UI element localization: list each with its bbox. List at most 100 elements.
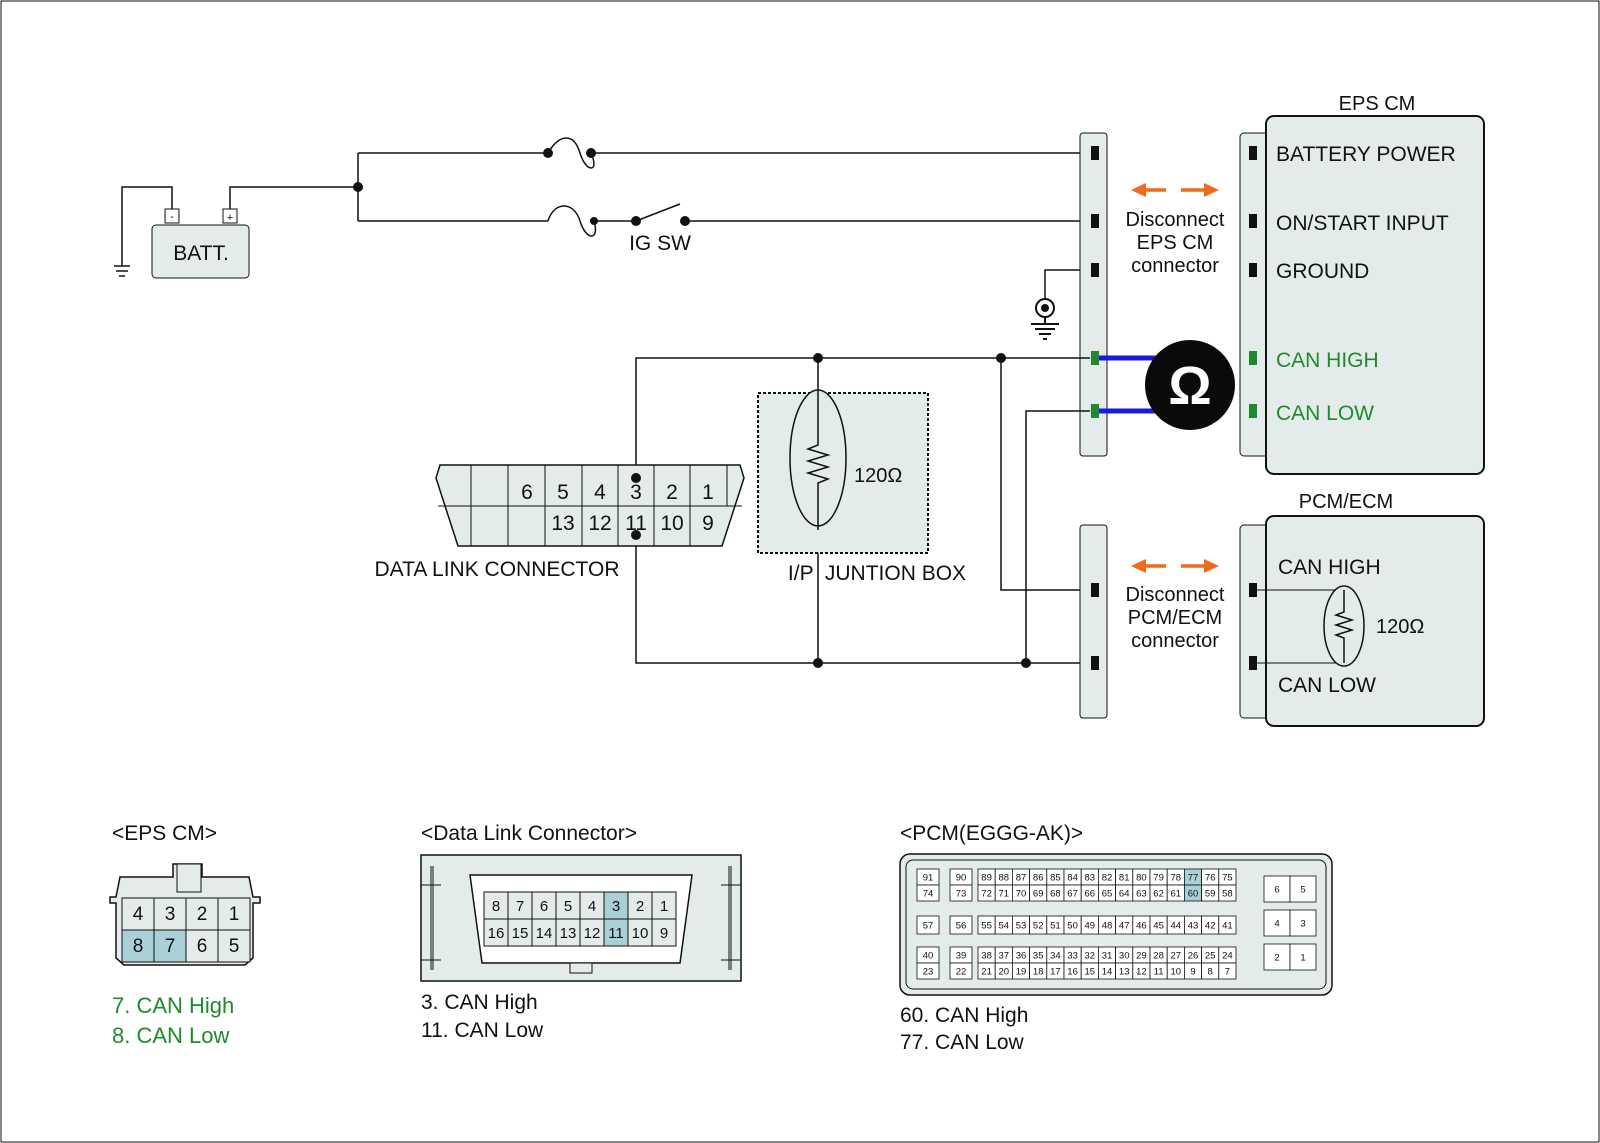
- battery-minus: -: [170, 211, 174, 223]
- eps-face-pin-3: 3: [165, 904, 176, 925]
- disconnect-eps-line1: Disconnect: [1126, 209, 1225, 231]
- pcm-pin-label: 67: [1067, 889, 1078, 900]
- pcm-pin-cell: [1289, 909, 1317, 937]
- pcm-pin-label: 73: [956, 889, 967, 900]
- pcm-pin-label: 25: [1205, 951, 1216, 962]
- pcm-pin-label: 1: [1300, 953, 1305, 964]
- pcm-pin-cell: [949, 915, 973, 935]
- pcm-note-can-low: 77. CAN Low: [900, 1031, 1025, 1054]
- disconnect-eps-line3: connector: [1131, 255, 1219, 277]
- dlc-face-pin-3: 3: [612, 898, 620, 915]
- dlc-face-pin-4: 4: [588, 898, 596, 915]
- eps-note-can-high: 7. CAN High: [112, 993, 234, 1018]
- pcm-pin-label: 10: [1171, 967, 1182, 978]
- pcm-pin-cell: [949, 884, 973, 902]
- pcm-pin-label: 12: [1136, 967, 1147, 978]
- dlc-face-pin-15: 15: [512, 925, 529, 942]
- pcm-pin-label: 19: [1016, 967, 1027, 978]
- pcm-can-high: CAN HIGH: [1278, 556, 1381, 579]
- pcm-pin-label: 66: [1085, 889, 1096, 900]
- pcm-pin-label: 79: [1153, 873, 1164, 884]
- eps-face-pin-6: 6: [197, 936, 208, 957]
- eps-face-pin-2: 2: [197, 904, 208, 925]
- pcm-pin-label: 62: [1153, 889, 1164, 900]
- eps-terminal-on-start-input: ON/START INPUT: [1276, 212, 1449, 235]
- pcm-pin-label: 48: [1102, 921, 1113, 932]
- eps-face-pin-4: 4: [133, 904, 144, 925]
- pcm-pin-cell: [916, 915, 940, 935]
- ohmmeter-symbol: Ω: [1168, 356, 1211, 416]
- eps-face-pin-7: 7: [165, 936, 176, 957]
- eps-terminal-can-low: CAN LOW: [1276, 402, 1374, 425]
- dlc-pin-13: 13: [551, 512, 574, 535]
- disconnect-eps-arrow-icon: [1131, 183, 1219, 197]
- pcm-pin-label: 80: [1136, 873, 1147, 884]
- eps-terminal-battery-power: BATTERY POWER: [1276, 143, 1456, 166]
- pcm-pin-cell: [916, 962, 940, 980]
- pcm-pin-label: 38: [981, 951, 992, 962]
- disconnect-eps-line2: EPS CM: [1137, 232, 1214, 254]
- dlc-note-can-low: 11. CAN Low: [421, 1019, 544, 1042]
- pcm-pin-label: 17: [1050, 967, 1061, 978]
- dlc-face-pin-8: 8: [492, 898, 500, 915]
- pcm-pin-cell: [1218, 915, 1237, 935]
- pcm-pin-label: 90: [956, 873, 967, 884]
- pcm-pin-cell: [916, 884, 940, 902]
- ohmmeter-icon: [1145, 340, 1235, 430]
- pcm-pin-label: 69: [1033, 889, 1044, 900]
- pcm-pin-label: 57: [923, 921, 934, 932]
- pcm-pin-label: 78: [1171, 873, 1182, 884]
- pcm-pin-label: 42: [1205, 921, 1216, 932]
- eps-face-pin-5: 5: [229, 936, 240, 957]
- pcm-pin-label: 9: [1190, 967, 1195, 978]
- pcm-pin-cell: [1289, 875, 1317, 903]
- dlc-face-pin-9: 9: [660, 925, 668, 942]
- pcm-pin-label: 4: [1274, 919, 1279, 930]
- pcm-pin-label: 14: [1102, 967, 1113, 978]
- pcm-pin-label: 11: [1154, 967, 1164, 978]
- pcm-pin-label: 30: [1119, 951, 1130, 962]
- eps-face-pin-1: 1: [229, 904, 240, 925]
- pcm-pin-cell: [1263, 943, 1291, 971]
- junction-box-label: I/P JUNTION BOX: [788, 562, 966, 585]
- battery-plus: +: [227, 212, 233, 224]
- pcm-pin-label: 53: [1016, 921, 1027, 932]
- dlc-pin-3: 3: [630, 481, 642, 504]
- dlc-face-pin-16: 16: [488, 925, 505, 942]
- pcm-pin-label: 61: [1171, 889, 1182, 900]
- pcm-pin-label: 26: [1188, 951, 1199, 962]
- pcm-note-can-high: 60. CAN High: [900, 1004, 1028, 1027]
- pcm-pin-label: 22: [956, 967, 967, 978]
- pcm-resistor-icon: [1333, 590, 1355, 663]
- disconnect-pcm-line3: connector: [1131, 630, 1219, 652]
- junction-resistor-icon: [805, 390, 831, 530]
- pcm-pin-label: 86: [1033, 873, 1044, 884]
- pcm-pin-label: 15: [1085, 967, 1096, 978]
- disconnect-pcm-arrow-icon: [1131, 559, 1219, 573]
- pcm-pin-label: 13: [1119, 967, 1130, 978]
- pcm-pin-label: 55: [981, 921, 992, 932]
- dlc-face-pin-12: 12: [584, 925, 601, 942]
- dlc-note-can-high: 3. CAN High: [421, 991, 538, 1014]
- dlc-pin-5: 5: [557, 481, 569, 504]
- dlc-label: DATA LINK CONNECTOR: [374, 558, 619, 581]
- fuse-2-icon: [547, 205, 597, 237]
- pcm-pin-label: 51: [1050, 921, 1061, 932]
- dlc-face-pin-2: 2: [636, 898, 644, 915]
- pcm-pin-label: 32: [1085, 951, 1096, 962]
- pcm-pin-label: 27: [1171, 951, 1182, 962]
- pcm-pin-label: 8: [1208, 967, 1213, 978]
- pcm-pin-label: 5: [1300, 885, 1305, 896]
- dlc-face-cells: [483, 891, 677, 947]
- pcm-pin-label: 82: [1102, 873, 1113, 884]
- pcm-resistor-value: 120Ω: [1376, 616, 1424, 638]
- pcm-pin-cell: [949, 962, 973, 980]
- ig-switch-label: IG SW: [629, 232, 691, 255]
- pcm-pin-label: 40: [923, 951, 934, 962]
- pcm-pin-label: 54: [999, 921, 1010, 932]
- pcm-pin-label: 7: [1225, 967, 1230, 978]
- pcm-pin-label: 88: [999, 873, 1010, 884]
- battery-ground-icon: [114, 265, 130, 277]
